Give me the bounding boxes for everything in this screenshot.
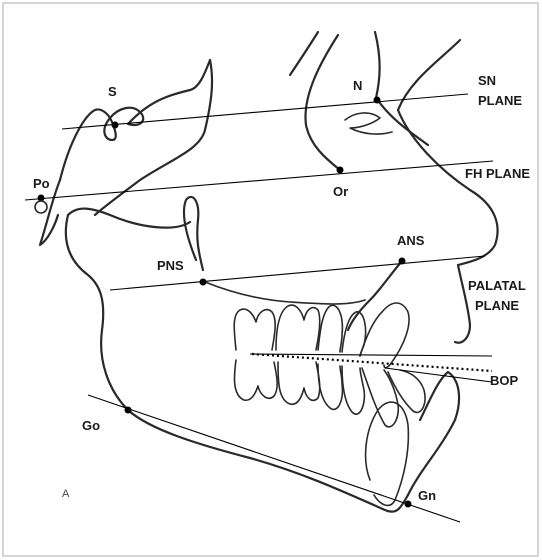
label-gn: Gn	[418, 488, 436, 503]
sella-point	[112, 122, 119, 129]
label-sn-line2: PLANE	[478, 93, 522, 108]
label-n: N	[353, 78, 362, 93]
label-palatal-line2: PLANE	[475, 298, 519, 313]
label-po: Po	[33, 176, 50, 191]
label-fh-plane: FH PLANE	[465, 166, 530, 181]
label-pns: PNS	[157, 258, 184, 273]
gnathion-point	[405, 501, 412, 508]
label-s: S	[108, 84, 117, 99]
ans-point	[399, 258, 406, 265]
orbitale-point	[337, 167, 344, 174]
gonion-point	[125, 407, 132, 414]
label-go: Go	[82, 418, 100, 433]
corner-mark: A	[62, 488, 70, 500]
label-or: Or	[333, 184, 348, 199]
label-ans: ANS	[397, 233, 425, 248]
label-bop: BOP	[490, 373, 519, 388]
pns-point	[200, 279, 207, 286]
label-sn-line1: SN	[478, 73, 496, 88]
figure-frame	[3, 3, 538, 556]
label-palatal-line1: PALATAL	[468, 278, 526, 293]
nasion-point	[374, 97, 381, 104]
